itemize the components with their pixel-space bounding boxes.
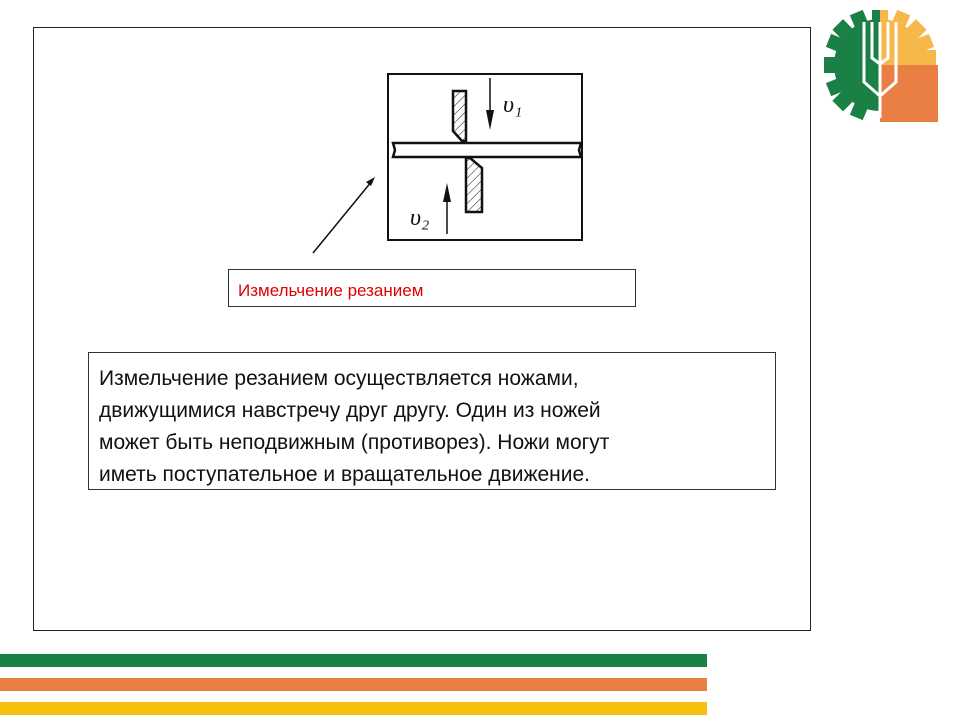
upper-knife	[451, 89, 468, 143]
lower-knife	[464, 156, 484, 214]
description-line: движущимися навстречу друг другу. Один и…	[99, 399, 601, 422]
v1-label: υ₁	[503, 92, 522, 118]
orange-stripe	[0, 678, 707, 691]
material-plate	[391, 141, 583, 159]
v2-label: υ₂	[410, 205, 429, 231]
pointer-arrow	[312, 177, 375, 254]
arrow-v2	[443, 183, 451, 234]
description-box: Измельчение резанием осуществляется ножа…	[88, 352, 776, 490]
description-line: может быть неподвижным (противорез). Нож…	[99, 431, 610, 454]
yellow-stripe	[0, 702, 707, 715]
green-stripe	[0, 654, 707, 667]
caption-text: Измельчение резанием	[238, 281, 424, 300]
logo-icon	[824, 9, 938, 122]
description-line: иметь поступательное и вращательное движ…	[99, 463, 591, 486]
arrow-v1	[486, 78, 494, 130]
description-line: Измельчение резанием осуществляется ножа…	[99, 367, 579, 390]
slide-frame	[33, 27, 811, 631]
caption-box: Измельчение резанием	[228, 269, 636, 307]
